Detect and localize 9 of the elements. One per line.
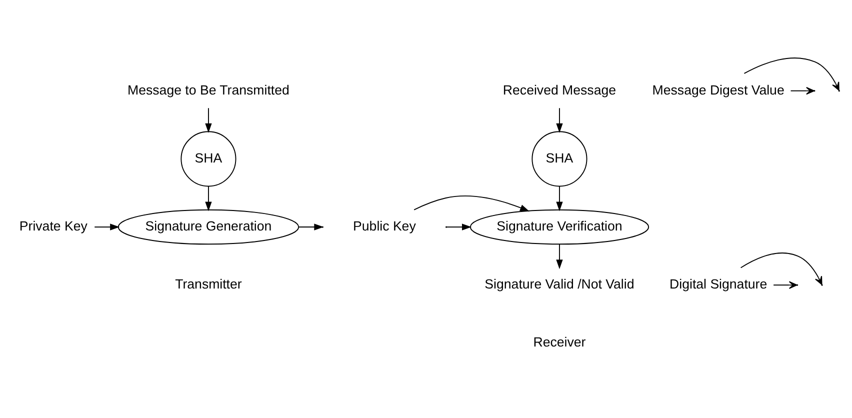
node-text: Signature Valid /Not Valid	[484, 276, 634, 292]
label: Transmitter	[175, 276, 242, 292]
node-text: Received Message	[502, 82, 616, 98]
node-text: Digital Signature	[670, 276, 768, 292]
node-text: Message to Be Transmitted	[128, 82, 290, 98]
node-text: Message Digest Value	[652, 82, 784, 98]
node-text: Private Key	[19, 218, 88, 234]
label: Receiver	[533, 334, 586, 350]
node-text: Public Key	[353, 218, 416, 234]
